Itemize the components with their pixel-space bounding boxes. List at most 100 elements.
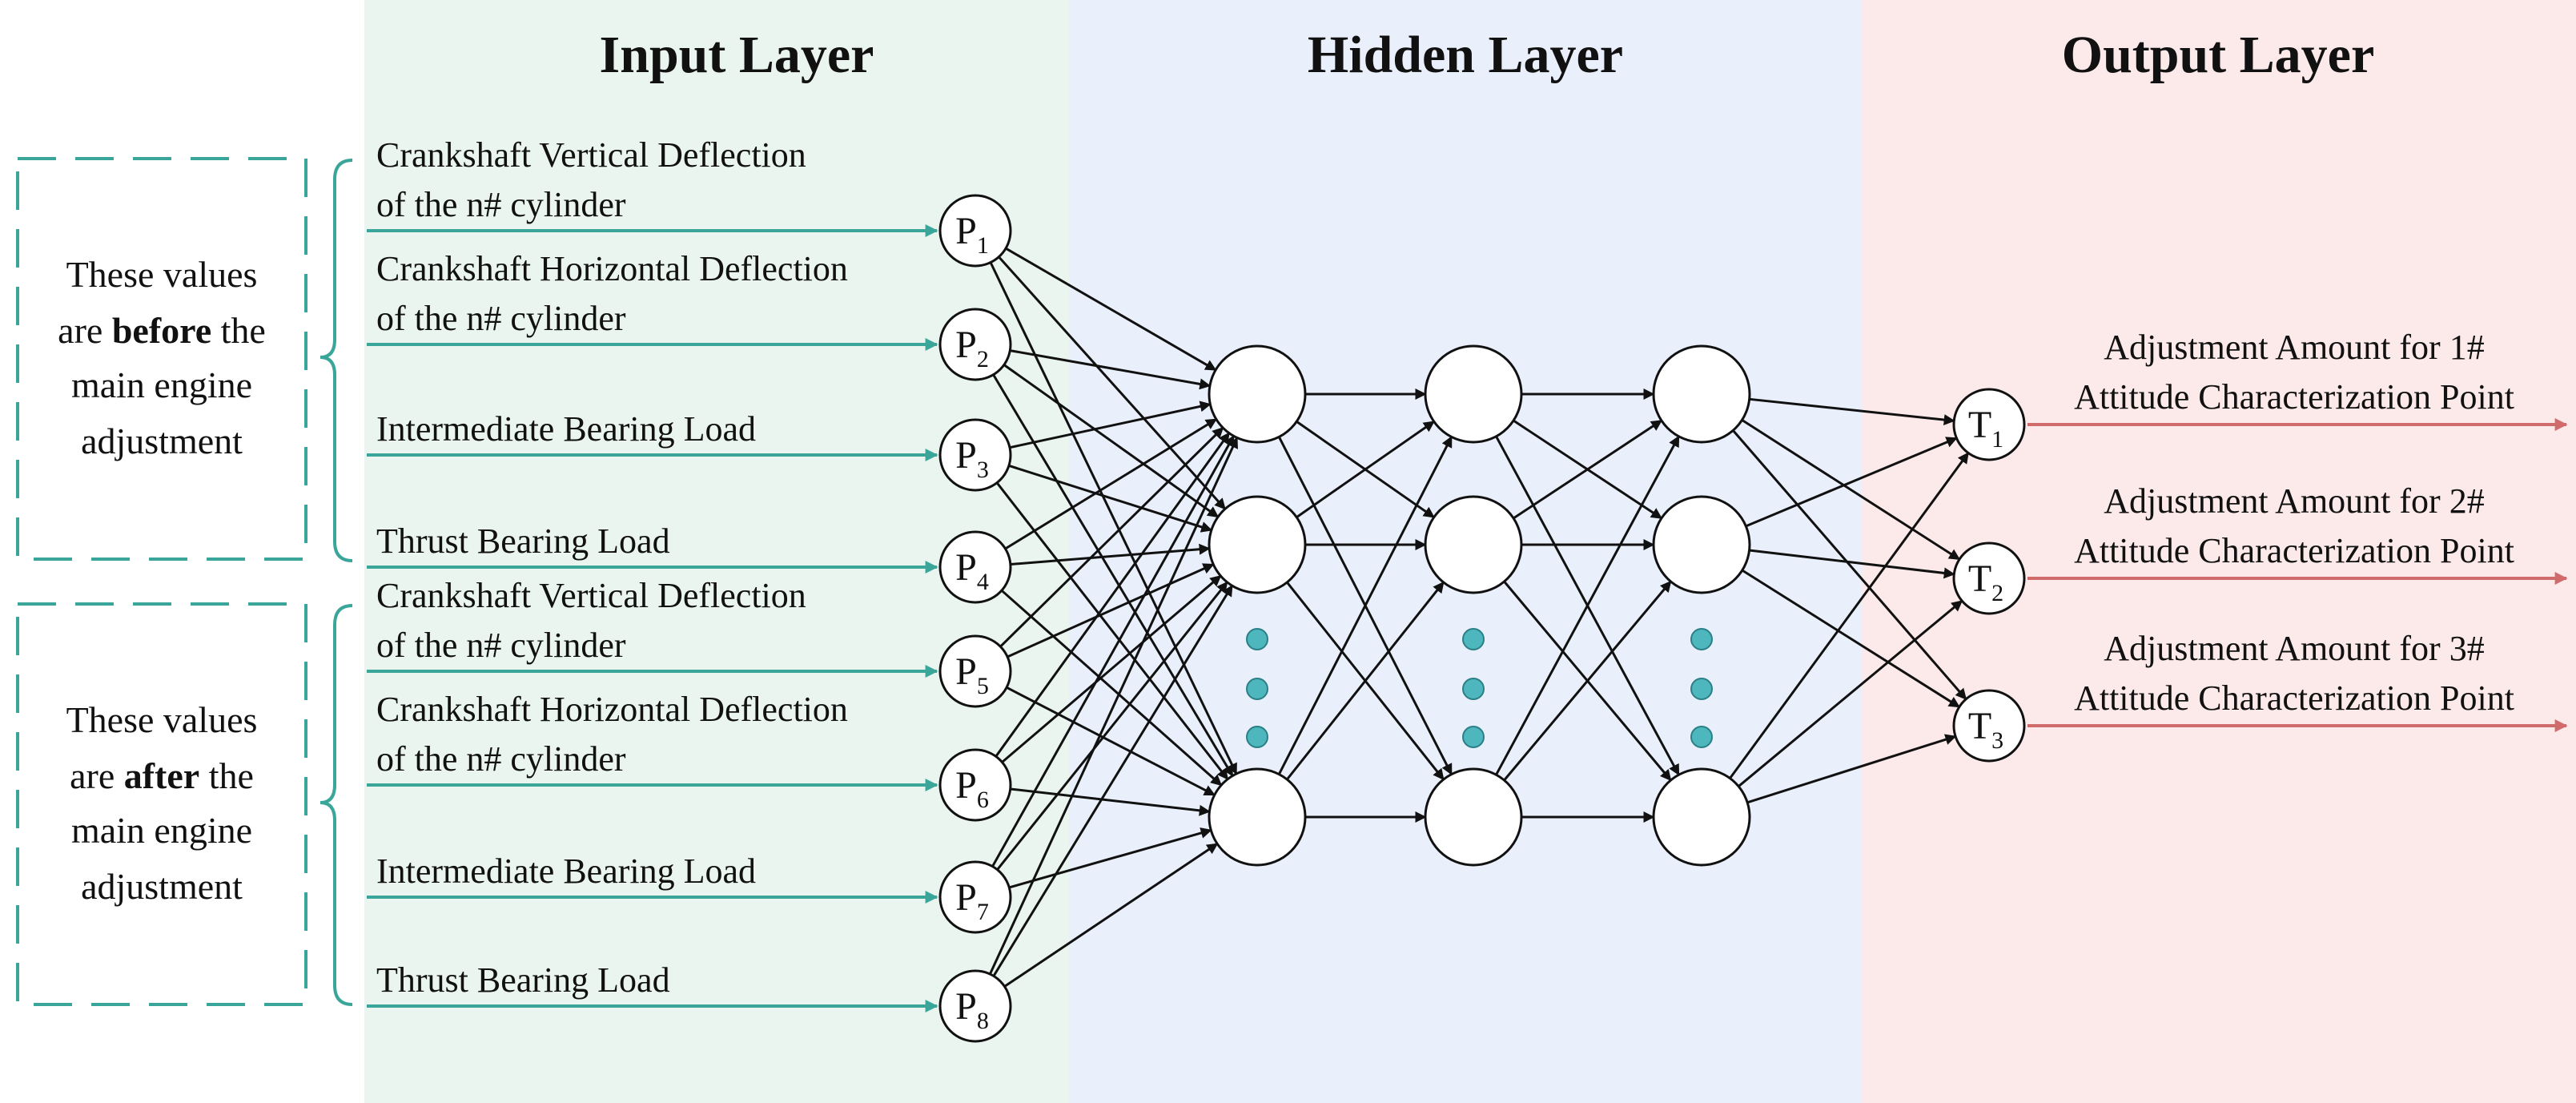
output-layer-title: Output Layer [2062,26,2375,84]
input-label-p5-line2: of the n# cylinder [376,626,626,665]
output-label-t3-line1: Adjustment Amount for 3# [2104,629,2484,668]
note-after-line3: main engine [71,810,252,851]
connection-input-6-to-hidden1-1 [995,432,1231,758]
connection-input-5-to-hidden1-3 [1006,686,1216,796]
connection-input-5-to-hidden1-2 [1007,563,1215,658]
connection-hidden1-2-to-hidden2-1 [1296,421,1435,518]
connection-input-7-to-hidden1-1 [991,435,1235,868]
input-label-p5-line1: Crankshaft Vertical Deflection [376,576,806,615]
connection-hidden3-1-to-output-3 [1732,429,1967,700]
note-after-adjustment: These values are after the main engine a… [16,602,353,1006]
input-arrows [367,224,938,1012]
connection-hidden3-3-to-output-3 [1746,734,1957,804]
input-node-label-p7: P7 [955,876,989,925]
note-before-line1: These values [66,254,258,295]
input-node-p1 [938,194,1012,268]
connection-hidden2-3-to-hidden3-1 [1495,435,1680,775]
hidden-node-l1-n2 [1208,495,1307,594]
note-before-adjustment: These values are before the main engine … [16,157,353,562]
input-node-label-p4: P4 [955,546,989,595]
output-node-t3 [1952,689,2026,763]
note-before-line4: adjustment [81,421,243,461]
note-before-line2: are before the [58,310,266,351]
hidden-node-l1-n1 [1208,344,1307,444]
output-label-t2-line1: Adjustment Amount for 2# [2104,481,2484,521]
connection-hidden3-2-to-output-3 [1741,569,1960,708]
output-node-label-t1: T1 [1968,404,2003,453]
brace-after [319,604,353,1006]
connection-input-6-to-hidden1-2 [1001,574,1222,763]
connection-input-6-to-hidden1-3 [1010,787,1211,816]
connection-hidden2-3-to-hidden3-2 [1503,580,1672,781]
note-after-line1: These values [66,699,258,740]
note-box-after [16,602,307,1006]
input-label-p4-line1: Thrust Bearing Load [376,521,670,561]
input-node-p3 [938,418,1012,492]
note-after-line2: are after the [70,755,254,796]
connection-hidden3-1-to-output-2 [1741,419,1961,561]
ellipsis-dot-l2-3 [1462,726,1485,748]
connection-input-1-to-hidden1-1 [1005,247,1217,372]
input-layer-title: Input Layer [600,26,874,84]
input-node-label-p3: P3 [955,434,989,483]
output-label-t1-line2: Attitude Characterization Point [2074,377,2514,417]
connection-input-4-to-hidden1-3 [1000,590,1223,787]
hidden-ellipsis-dots [1246,628,1713,748]
connection-input-7-to-hidden1-2 [996,581,1228,871]
connection-hidden3-2-to-output-1 [1745,437,1958,528]
output-node-label-t2: T2 [1968,558,2003,606]
connection-hidden3-2-to-output-2 [1749,549,1955,579]
network-connections [989,247,1970,988]
connection-input-8-to-hidden1-3 [1003,843,1219,988]
input-node-label-p1: P1 [955,210,989,259]
input-label-p2-line2: of the n# cylinder [376,299,626,338]
output-node-label-t3: T3 [1968,705,2003,754]
input-label-p6-line1: Crankshaft Horizontal Deflection [376,690,848,729]
input-label-p1-line1: Crankshaft Vertical Deflection [376,135,806,175]
hidden-node-l3-n2 [1652,495,1751,594]
connection-input-3-to-hidden1-1 [1009,401,1212,449]
hidden-layer-title: Hidden Layer [1308,26,1623,84]
output-labels: Adjustment Amount for 1# Attitude Charact… [2074,328,2514,718]
output-node-t1 [1952,388,2026,461]
note-before-line3: main engine [71,364,252,405]
connection-hidden3-1-to-output-1 [1749,397,1955,426]
connection-input-1-to-hidden1-2 [998,256,1227,510]
hidden-node-l2-n2 [1424,495,1523,594]
ellipsis-dot-l1-2 [1246,678,1268,700]
input-label-p1-line2: of the n# cylinder [376,185,626,224]
ellipsis-dot-l2-2 [1462,678,1485,700]
input-node-p5 [938,634,1012,708]
output-label-t3-line2: Attitude Characterization Point [2074,678,2514,718]
connection-hidden3-3-to-output-1 [1729,452,1970,779]
input-labels: Crankshaft Vertical Deflection of the n# … [376,135,848,1000]
connection-input-8-to-hidden1-2 [992,585,1233,977]
input-node-label-p2: P2 [955,324,989,372]
brace-before [319,159,353,562]
note-after-line4: adjustment [81,866,243,907]
connection-input-3-to-hidden1-3 [995,481,1229,780]
connection-input-2-to-hidden1-1 [1010,349,1212,390]
connection-hidden3-3-to-output-2 [1738,599,1963,787]
connection-input-7-to-hidden1-3 [1008,827,1212,889]
connection-input-2-to-hidden1-2 [1003,364,1220,518]
output-label-t2-line2: Attitude Characterization Point [2074,531,2514,570]
ellipsis-dot-l3-3 [1690,726,1713,748]
input-node-p7 [938,860,1012,934]
ellipsis-dot-l3-2 [1690,678,1713,700]
connection-hidden1-3-to-hidden2-2 [1286,581,1445,780]
hidden-node-l2-n3 [1424,767,1523,867]
input-node-p2 [938,308,1012,381]
hidden-node-l3-n3 [1652,767,1751,867]
connection-input-1-to-hidden1-3 [989,262,1238,775]
ellipsis-dot-l2-1 [1462,628,1485,650]
output-arrows [2027,418,2568,732]
output-node-t2 [1952,541,2026,615]
connection-hidden1-3-to-hidden2-1 [1277,436,1453,775]
input-label-p7-line1: Intermediate Bearing Load [376,851,756,891]
ellipsis-dot-l3-1 [1690,628,1713,650]
input-node-p8 [938,969,1012,1043]
output-label-t1-line1: Adjustment Amount for 1# [2104,328,2484,367]
